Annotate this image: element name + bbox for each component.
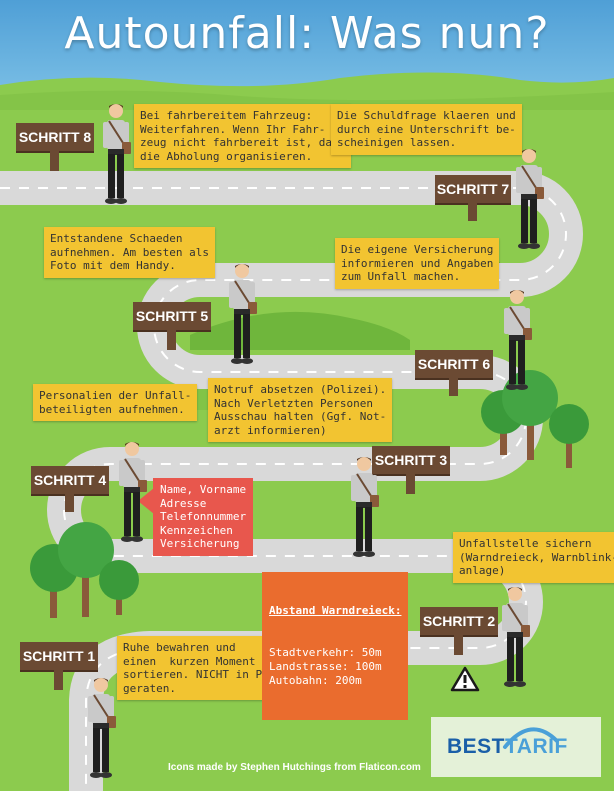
page-title: Autounfall: Was nun?	[64, 8, 550, 59]
sign-post	[406, 474, 415, 494]
person-figure	[88, 678, 116, 778]
tree	[30, 522, 139, 618]
person-figure	[504, 290, 532, 390]
logo-swoosh-icon	[503, 727, 559, 749]
note-step-8: Bei fahrbereitem Fahrzeug: Weiterfahren.…	[134, 104, 352, 168]
sign-post	[449, 378, 458, 396]
sign-label: SCHRITT 7	[435, 175, 511, 203]
note-step-5: Entstandene Schaeden aufnehmen. Am beste…	[44, 227, 215, 278]
warning-distance-box: Abstand Warndreieck: Stadtverkehr: 50m L…	[262, 572, 409, 720]
sign-label: SCHRITT 4	[31, 466, 109, 494]
note-step-2: Unfallstelle sichern (Warndreieck, Warnb…	[453, 532, 614, 583]
besttarif-logo: BESTTARIF	[431, 717, 601, 777]
image-credit: Icons made by Stephen Hutchings from Fla…	[168, 762, 421, 773]
note-step-4: Personalien der Unfall- beteiligten aufn…	[33, 384, 198, 421]
sign-label: SCHRITT 8	[16, 123, 94, 151]
person-figure	[502, 587, 530, 687]
sign-post	[65, 494, 74, 512]
callout-arrow	[326, 630, 346, 642]
sign-label: SCHRITT 2	[420, 607, 498, 635]
warning-distance-lines: Stadtverkehr: 50m Landstrasse: 100m Auto…	[269, 646, 382, 687]
person-figure	[351, 457, 379, 557]
person-figure	[103, 104, 131, 204]
note-step-7: Die Schuldfrage klaeren und durch eine U…	[331, 104, 522, 155]
warning-triangle-icon	[450, 666, 480, 692]
sign-post	[468, 203, 477, 221]
sign-label: SCHRITT 6	[415, 350, 493, 378]
sign-label: SCHRITT 5	[133, 302, 211, 330]
sign-post	[54, 670, 63, 690]
sign-label: SCHRITT 3	[372, 446, 450, 474]
sign-post	[50, 151, 59, 171]
sign-label: SCHRITT 1	[20, 642, 98, 670]
warning-distance-heading: Abstand Warndreieck:	[269, 604, 402, 617]
logo-text-best: BEST	[447, 735, 506, 758]
sign-post	[167, 330, 176, 350]
person-figure	[119, 442, 147, 542]
person-figure	[229, 264, 257, 364]
sign-post	[454, 635, 463, 655]
personal-details-box: Name, Vorname Adresse Telefonnummer Kenn…	[153, 478, 254, 556]
note-step-6: Die eigene Versicherung informieren und …	[335, 238, 500, 289]
note-step-3: Notruf absetzen (Polizei). Nach Verletzt…	[208, 378, 393, 442]
callout-arrow	[138, 488, 154, 514]
logo-text-tarif: TARIF	[505, 735, 568, 758]
logo-text: BESTTARIF	[447, 735, 568, 759]
person-figure	[516, 149, 544, 249]
